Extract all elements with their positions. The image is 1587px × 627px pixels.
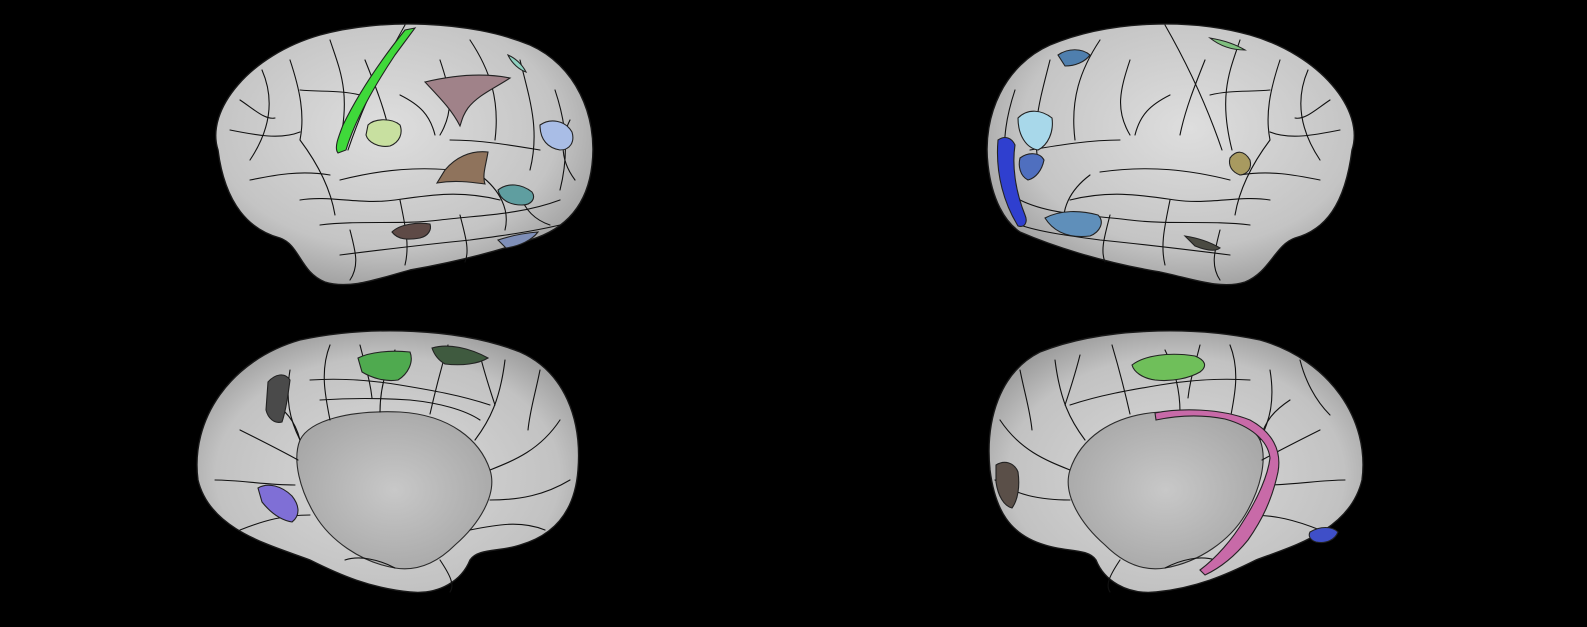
lingual-purple-region xyxy=(257,484,299,523)
superior-frontal-darkgreen-region xyxy=(431,345,490,366)
paracentral-green-region xyxy=(357,350,412,382)
temporal-brown-region xyxy=(435,151,489,185)
left-lateral-highlighted-regions xyxy=(335,27,574,249)
right-medial-highlighted-regions xyxy=(995,353,1339,576)
left-lateral-view xyxy=(215,23,594,286)
inferior-temporal-darkbrown-region xyxy=(391,222,432,240)
paracentral-green-region xyxy=(1131,353,1206,382)
occipital-lightblue-region xyxy=(539,120,574,151)
occipital-blue-strip-region xyxy=(996,136,1027,227)
left-medial-wall xyxy=(296,411,493,570)
cingulate-pink-region xyxy=(1154,409,1280,576)
superior-parietal-mint-region xyxy=(506,53,528,73)
cuneus-darkgray-region xyxy=(265,374,291,423)
temporal-teal-region xyxy=(497,184,535,206)
frontal-yellowgreen-region xyxy=(365,119,402,147)
parietal-steelblue-region xyxy=(1057,49,1091,67)
superior-frontal-green-region xyxy=(1208,37,1247,51)
precentral-strip-region xyxy=(335,27,417,154)
parietal-mauve-region xyxy=(423,74,512,128)
cuneus-brown-region xyxy=(995,461,1020,509)
left-medial-highlighted-regions xyxy=(257,345,490,523)
orbitofrontal-blue-region xyxy=(1308,526,1339,544)
right-medial-parcel-boundaries xyxy=(994,344,1346,593)
right-lateral-view xyxy=(986,23,1355,286)
right-medial-view xyxy=(988,330,1364,594)
occipital-midblue-region xyxy=(1018,153,1045,181)
right-lateral-highlighted-regions xyxy=(996,37,1252,251)
occipital-skyblue-region xyxy=(1017,110,1053,151)
temporal-steelblue-region xyxy=(1044,211,1102,238)
inferior-occipital-slateblue-region xyxy=(496,231,540,249)
left-lateral-cortex xyxy=(215,23,594,286)
frontal-olive-region xyxy=(1228,151,1252,176)
right-lateral-cortex xyxy=(986,23,1355,286)
temporal-darkgray-region xyxy=(1183,235,1221,251)
left-medial-view xyxy=(196,330,580,594)
